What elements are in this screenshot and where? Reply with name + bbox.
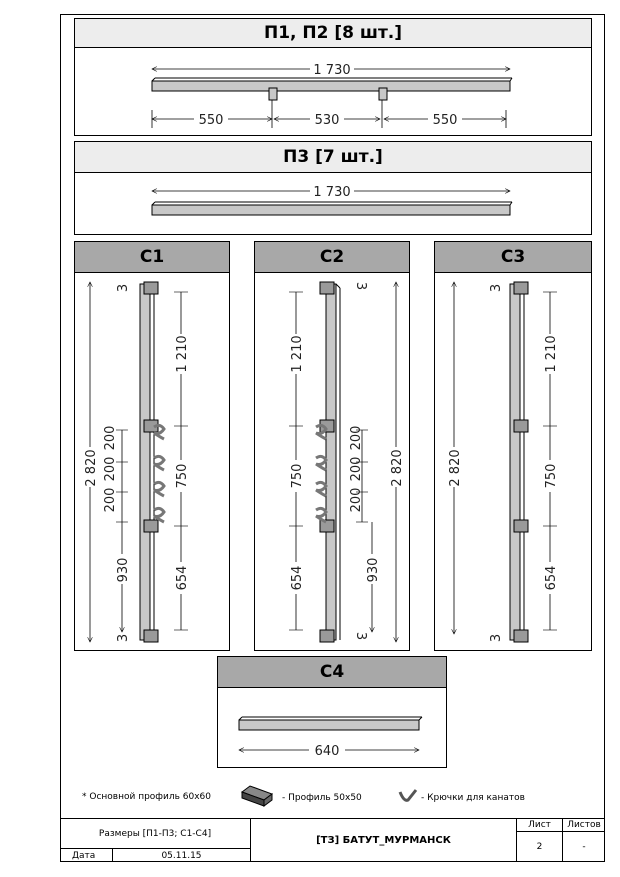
tb-sheets-label: Листов (567, 820, 601, 830)
c2-top-dim: 3 (353, 282, 368, 290)
c1-spacing-1: 200 (103, 426, 118, 451)
c2-lower-dim: 654 (290, 566, 305, 591)
c3-lower-dim: 654 (544, 566, 559, 591)
c3-top-dim: 3 (489, 284, 504, 292)
legend-note: * Основной профиль 60х60 (82, 792, 211, 802)
panel-c3-title: С3 (435, 242, 591, 273)
p12-seg1-dim: 550 (199, 113, 224, 128)
c1-lower-dim: 654 (175, 566, 190, 591)
c2-bottom-dim: 3 (353, 632, 368, 640)
c3-middle-dim: 750 (544, 464, 559, 489)
legend-profile: - Профиль 50х50 (282, 793, 362, 803)
c2-spacing-1: 200 (349, 426, 364, 451)
column-c3-drawing: 2 820 3 3 1 210 750 654 (446, 272, 559, 643)
beam-c4-drawing: 640 (217, 716, 423, 759)
panel-c1-title: С1 (75, 242, 229, 273)
c1-bottom-dim: 3 (116, 634, 131, 642)
column-c1-drawing: 2 820 200 200 200 930 3 3 1 210 750 654 (82, 272, 190, 650)
p12-seg3-dim: 550 (433, 113, 458, 128)
tb-hline-right (516, 831, 605, 832)
p12-total-dim: 1 730 (313, 63, 350, 78)
c3-upper-dim: 1 210 (544, 335, 559, 372)
p3-total-dim: 1 730 (313, 185, 350, 200)
panel-c2-title: С2 (255, 242, 409, 273)
c2-upper-dim: 1 210 (290, 335, 305, 372)
c1-bot-dim: 930 (116, 558, 131, 583)
tb-date-divider (112, 848, 113, 862)
c1-top-dim: 3 (116, 284, 131, 292)
profile-50x50-icon (240, 785, 274, 807)
c3-bottom-dim: 3 (489, 634, 504, 642)
c3-total-dim: 2 820 (448, 449, 463, 486)
p12-seg2-dim: 530 (315, 113, 340, 128)
c2-spacing-2: 200 (349, 457, 364, 482)
tb-date-label: Дата (72, 851, 96, 861)
tb-sheets-count: - (582, 842, 586, 852)
tb-hline-left (60, 848, 250, 849)
panel-p3-title: П3 [7 шт.] (75, 142, 591, 173)
c1-upper-dim: 1 210 (175, 335, 190, 372)
c1-spacing-2: 200 (103, 457, 118, 482)
title-block (60, 818, 605, 862)
c2-middle-dim: 750 (290, 464, 305, 489)
tb-sheet-number: 2 (536, 842, 543, 852)
c2-total-dim: 2 820 (390, 449, 405, 486)
panel-c1: С1 (74, 241, 230, 651)
tb-sheet-label: Лист (528, 820, 551, 830)
c2-spacing-3: 200 (349, 488, 364, 513)
panel-c4-title: С4 (218, 657, 446, 688)
c2-bot-dim: 930 (366, 558, 381, 583)
c4-total-dim: 640 (315, 744, 340, 759)
c1-spacing-3: 200 (103, 488, 118, 513)
panel-p1-p2-title: П1, П2 [8 шт.] (75, 19, 591, 48)
tb-divider-2 (516, 818, 517, 862)
legend-hooks: - Крючки для канатов (421, 793, 525, 803)
c1-total-dim: 2 820 (84, 449, 99, 486)
beam-p1-p2-drawing: 1 730 550 530 550 (74, 60, 513, 128)
beam-p3-drawing: 1 730 (74, 183, 513, 216)
tb-divider-1 (250, 818, 251, 862)
tb-divider-3 (562, 818, 563, 862)
tb-project: [ТЗ] БАТУТ_МУРМАНСК (316, 835, 451, 846)
rope-hook-icon (398, 789, 418, 802)
tb-name: Размеры [П1-П3; С1-С4] (98, 829, 212, 839)
column-c2-drawing: 2 820 200 200 200 930 3 3 1 210 750 654 (288, 272, 405, 650)
c1-middle-dim: 750 (175, 464, 190, 489)
tb-date: 05.11.15 (161, 851, 202, 861)
panel-p3: П3 [7 шт.] (74, 141, 592, 235)
